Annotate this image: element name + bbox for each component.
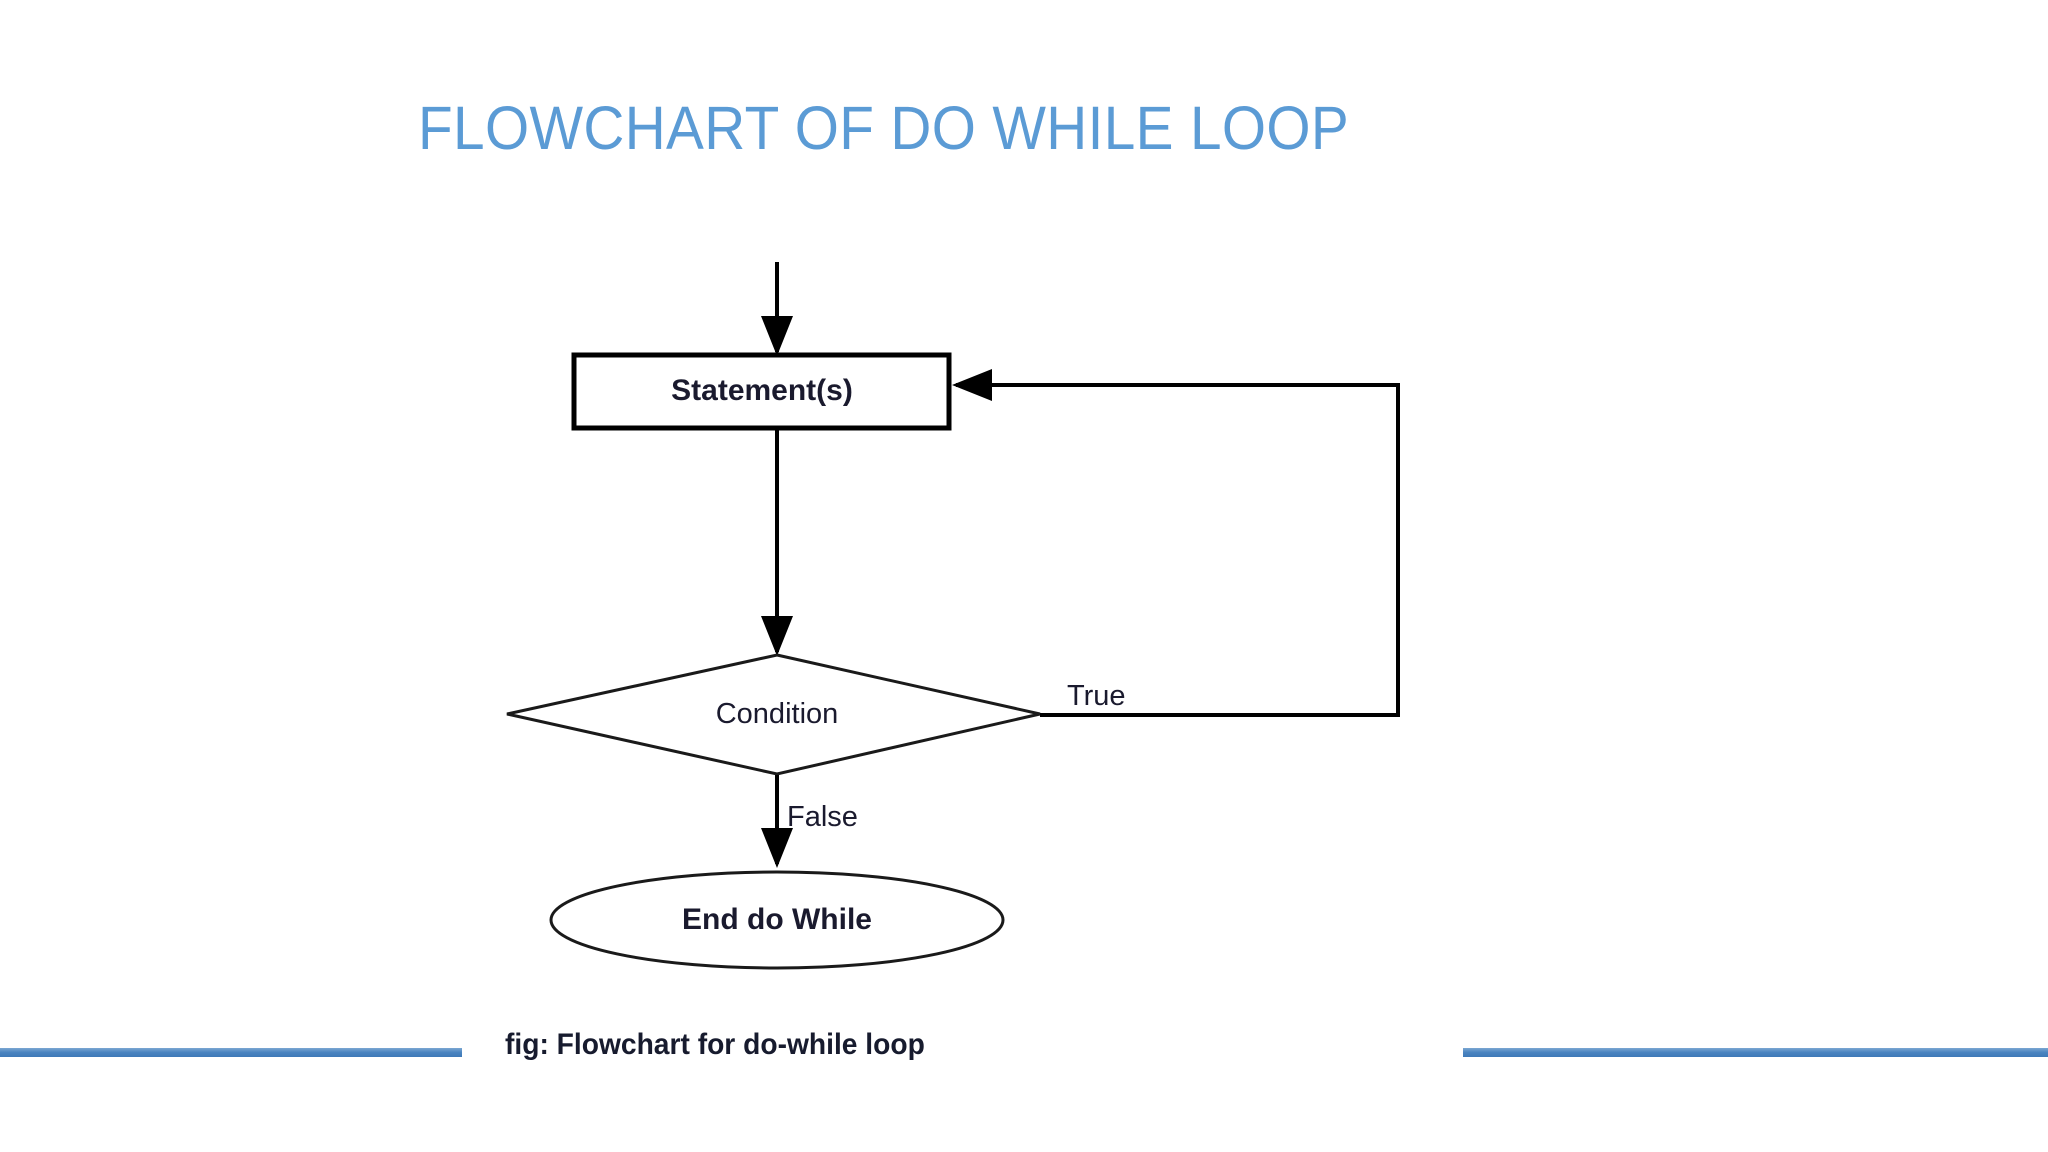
node-statement-box (571, 352, 952, 431)
edge-condition-true-loop (952, 369, 1400, 717)
decorative-bar-right (1463, 1048, 2048, 1057)
page-title: FLOWCHART OF DO WHILE LOOP (418, 94, 1350, 162)
node-statement-label: Statement(s) (671, 374, 853, 407)
node-end-label: End do While (682, 903, 872, 936)
figure-caption: fig: Flowchart for do-while loop (505, 1028, 925, 1061)
edge-label-true: True (1067, 680, 1126, 712)
node-condition-label: Condition (715, 698, 839, 730)
node-condition-diamond (506, 653, 1041, 776)
node-end-ellipse (549, 870, 1005, 970)
edge-label-false: False (787, 801, 858, 833)
decorative-bar-left (0, 1048, 462, 1057)
